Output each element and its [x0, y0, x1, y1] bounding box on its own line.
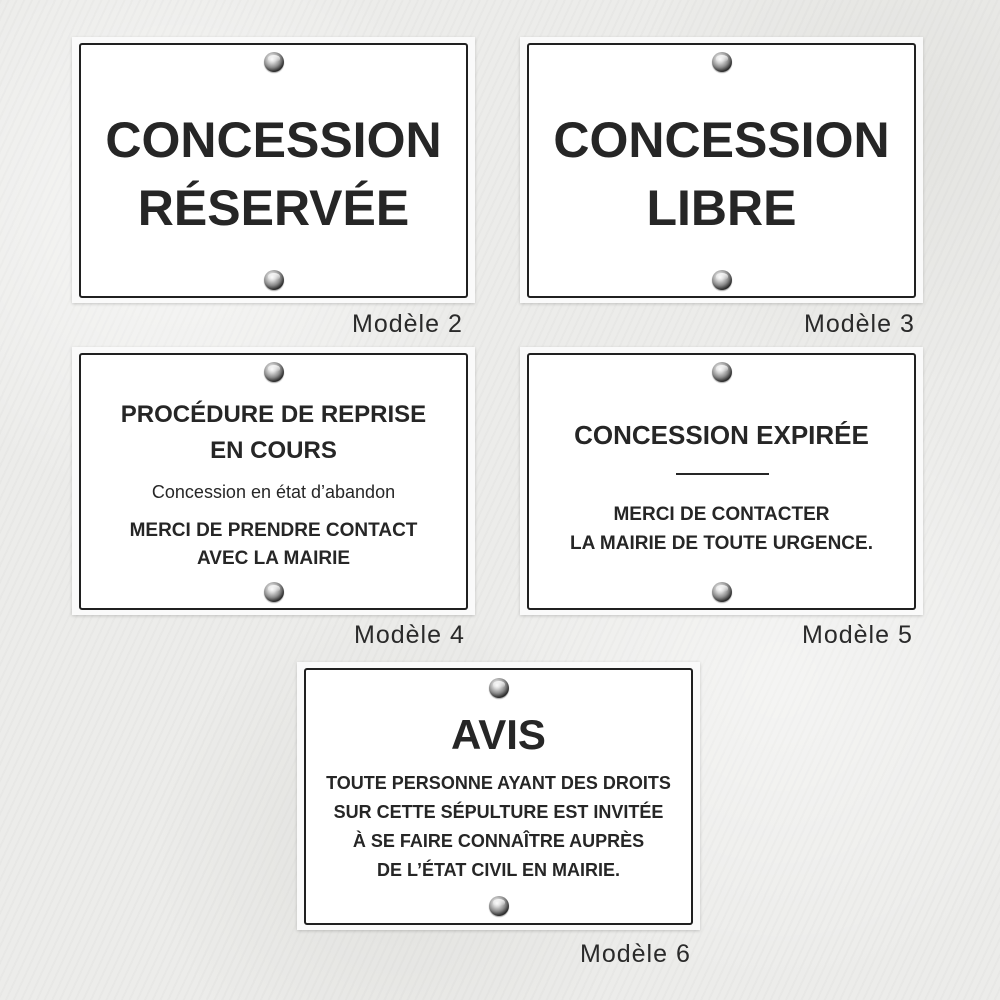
sign-body-line: TOUTE PERSONNE AYANT DES DROITS [326, 773, 671, 793]
sign-title: AVIS [451, 711, 546, 758]
sign-concession-reservee: CONCESSION RÉSERVÉE [79, 43, 468, 298]
sign-body-line: SUR CETTE SÉPULTURE EST INVITÉE [333, 802, 664, 822]
sign-body-line: MERCI DE PRENDRE CONTACT [129, 520, 418, 541]
screw-icon [264, 362, 284, 382]
sign-subtitle: Concession en état d’abandon [151, 482, 396, 502]
sign-body-line: AVEC LA MAIRIE [196, 548, 351, 569]
screw-icon [489, 896, 509, 916]
sign-title-line: EN COURS [210, 437, 337, 464]
model-label-3: Modèle 3 [804, 310, 915, 338]
screw-icon [489, 678, 509, 698]
sign-body-line: À SE FAIRE CONNAÎTRE AUPRÈS [352, 831, 645, 851]
screw-icon [264, 270, 284, 290]
sign-line: LIBRE [646, 180, 797, 236]
screw-icon [264, 52, 284, 72]
model-label-4: Modèle 4 [354, 621, 465, 649]
model-label-2: Modèle 2 [352, 310, 463, 338]
sign-body-line: MERCI DE CONTACTER [613, 504, 830, 525]
screw-icon [712, 270, 732, 290]
sign-line: CONCESSION [105, 112, 442, 168]
model-label-6: Modèle 6 [580, 940, 691, 968]
sign-line: RÉSERVÉE [137, 180, 410, 236]
sign-avis: AVIS TOUTE PERSONNE AYANT DES DROITS SUR… [304, 668, 693, 925]
screw-icon [712, 362, 732, 382]
model-label-5: Modèle 5 [802, 621, 913, 649]
screw-icon [712, 52, 732, 72]
sign-line: CONCESSION [553, 112, 890, 168]
sign-concession-libre: CONCESSION LIBRE [527, 43, 916, 298]
divider [676, 473, 769, 475]
sign-body-line: LA MAIRIE DE TOUTE URGENCE. [570, 533, 873, 554]
sign-body-line: DE L’ÉTAT CIVIL EN MAIRIE. [376, 860, 621, 880]
screw-icon [712, 582, 732, 602]
screw-icon [264, 582, 284, 602]
sign-title-line: PROCÉDURE DE REPRISE [120, 401, 427, 428]
sign-concession-expiree: CONCESSION EXPIRÉE MERCI DE CONTACTER LA… [527, 353, 916, 610]
sign-procedure-reprise: PROCÉDURE DE REPRISE EN COURS Concession… [79, 353, 468, 610]
sign-title: CONCESSION EXPIRÉE [574, 420, 869, 450]
